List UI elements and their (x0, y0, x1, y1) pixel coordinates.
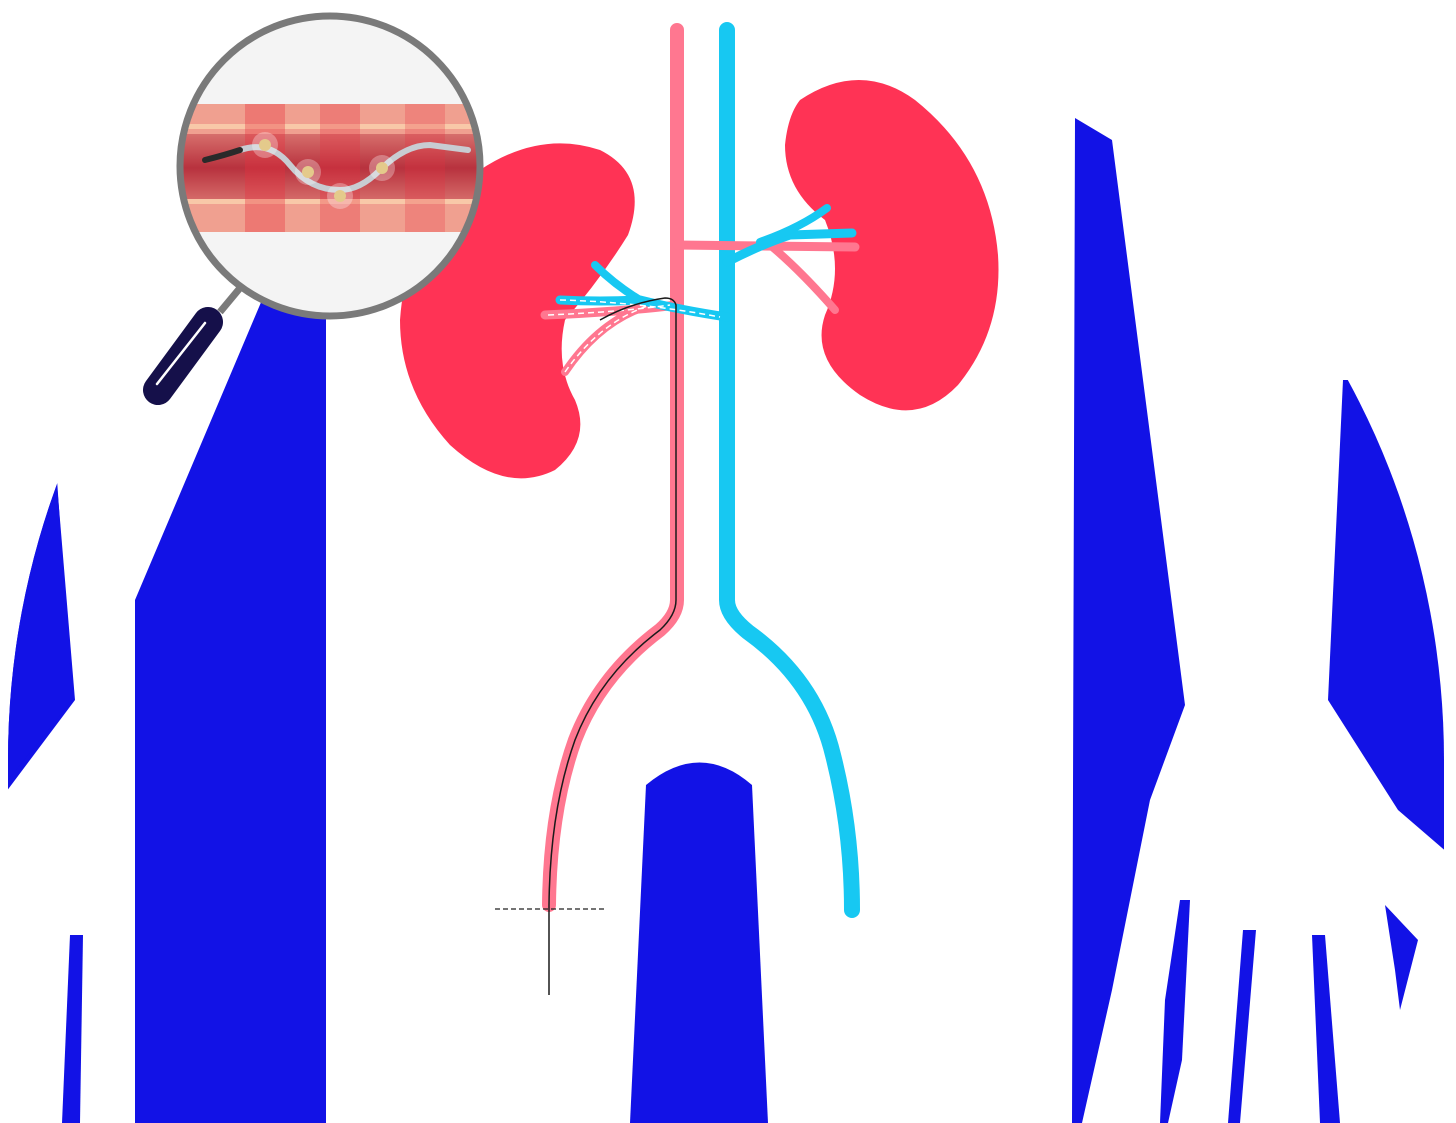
torso-lower (630, 763, 768, 1123)
